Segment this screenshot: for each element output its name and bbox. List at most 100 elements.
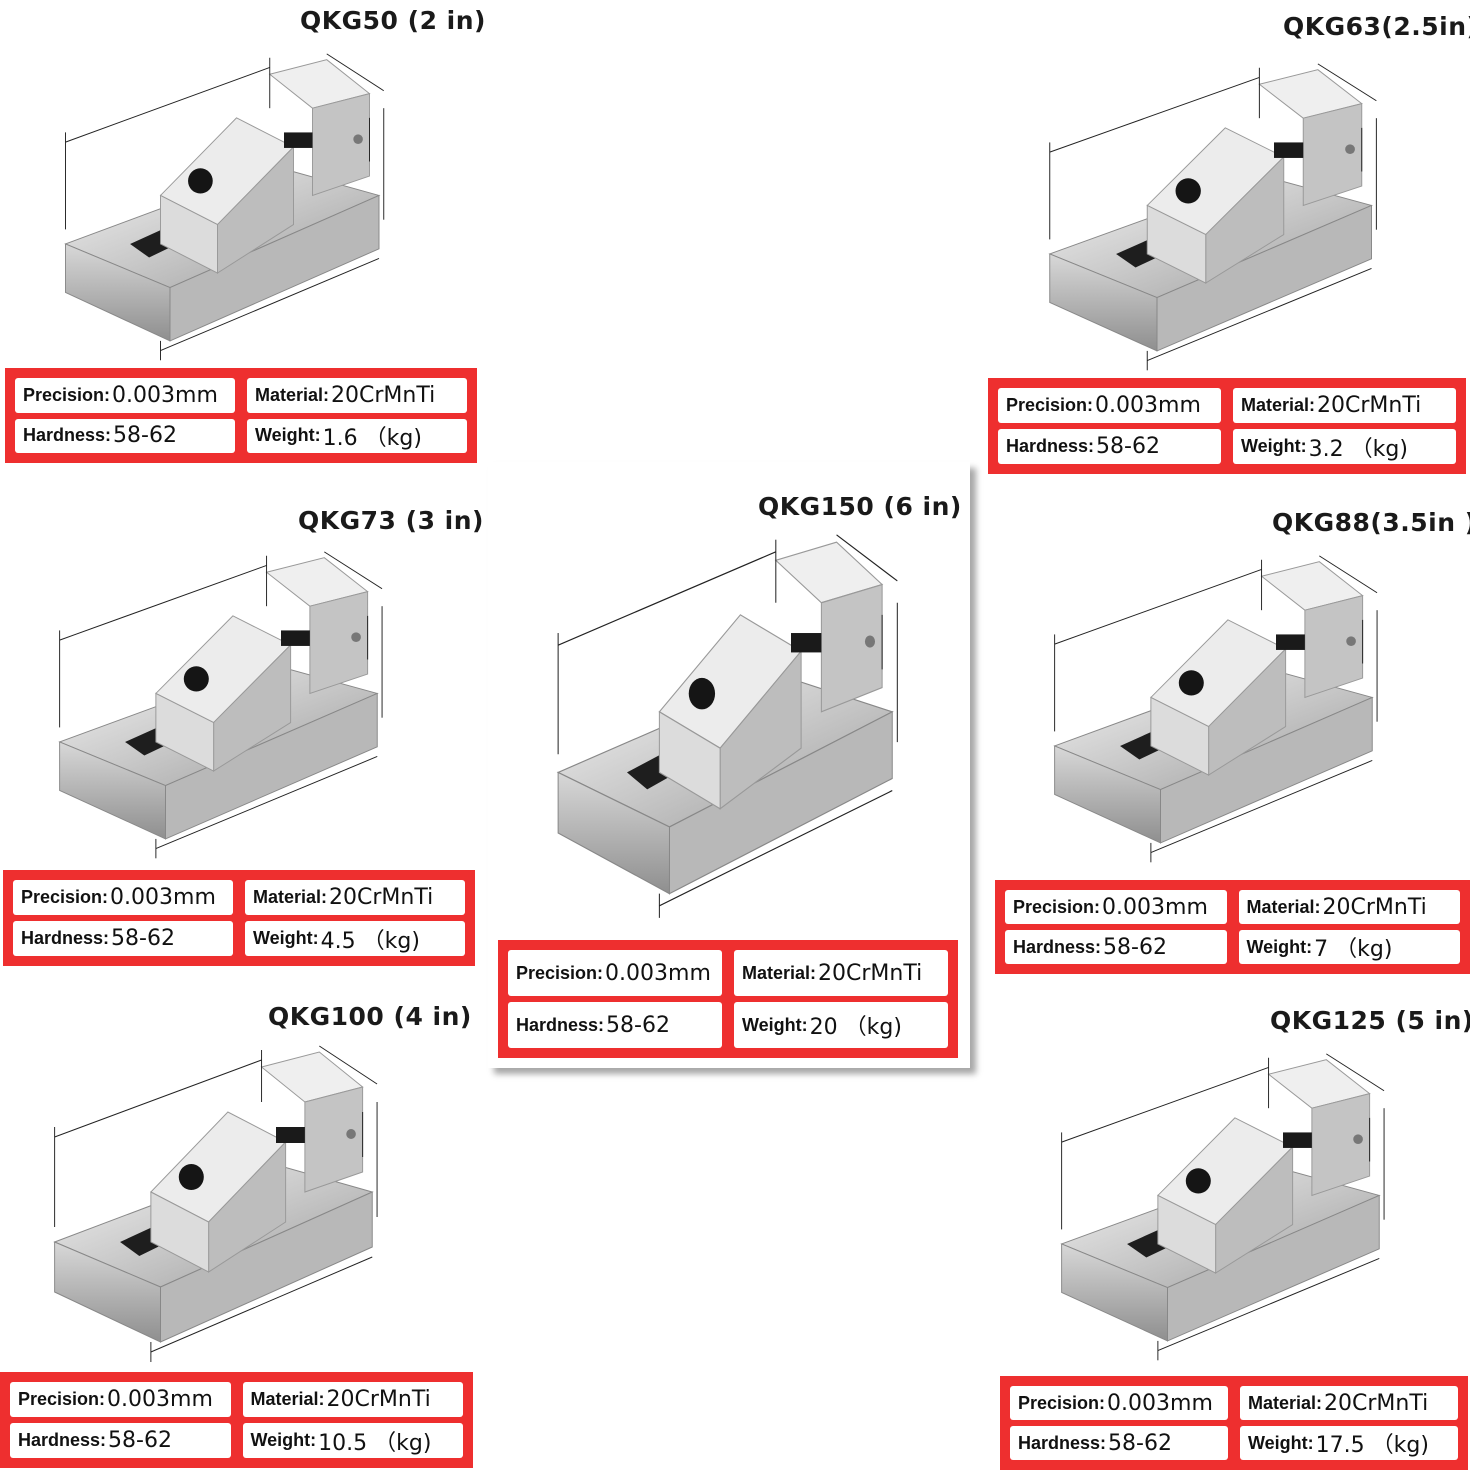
spec-hardness-value: 58-62 xyxy=(1108,1430,1172,1456)
spec-weight-value: 20 （kg) xyxy=(809,1015,902,1040)
spec-hardness: Hardness:58-62 xyxy=(10,1423,231,1458)
spec-hardness-label: Hardness: xyxy=(1006,436,1095,456)
spec-weight-label: Weight: xyxy=(742,1014,808,1035)
spec-material-label: Material: xyxy=(255,384,330,405)
spec-precision-value: 0.003mm xyxy=(110,885,216,910)
vise-illustration xyxy=(58,551,383,859)
vise-image xyxy=(1045,552,1430,872)
spec-material: Material:20CrMnTi xyxy=(242,1382,463,1417)
spec-material-label: Material: xyxy=(1248,1392,1323,1413)
spec-weight-label: Weight: xyxy=(255,425,321,446)
vise-illustration xyxy=(556,534,898,918)
spec-weight-label: Weight: xyxy=(250,1430,317,1450)
spec-hardness: Hardness:58-62 xyxy=(13,921,233,956)
spec-material: Material:20CrMnTi xyxy=(245,880,465,915)
vise-image xyxy=(56,50,436,370)
spec-precision: Precision:0.003mm xyxy=(13,880,233,915)
product-title: QKG50 (2 in) xyxy=(300,6,486,35)
vise-illustration xyxy=(1048,63,1377,371)
spec-material-value: 20CrMnTi xyxy=(329,885,434,910)
spec-weight-label: Weight: xyxy=(1246,936,1313,957)
spec-material: Material:20CrMnTi xyxy=(1238,890,1460,924)
spec-material: Material:20CrMnTi xyxy=(734,950,948,996)
spec-material-value: 20CrMnTi xyxy=(1324,1390,1429,1416)
product-title: QKG63(2.5in) xyxy=(1283,12,1470,41)
spec-hardness-value: 58-62 xyxy=(108,1428,172,1453)
vise-illustration xyxy=(1053,555,1378,863)
spec-precision: Precision:0.003mm xyxy=(10,1382,231,1417)
spec-precision: Precision:0.003mm xyxy=(15,378,235,413)
spec-hardness: Hardness:58-62 xyxy=(1005,930,1227,964)
spec-material-value: 20CrMnTi xyxy=(331,382,436,408)
spec-material-label: Material: xyxy=(742,962,817,983)
spec-hardness-label: Hardness: xyxy=(1018,1432,1107,1453)
spec-precision-label: Precision: xyxy=(516,962,604,983)
spec-precision: Precision:0.003mm xyxy=(508,950,722,996)
spec-precision-label: Precision: xyxy=(1018,1392,1106,1413)
spec-material-label: Material: xyxy=(250,1389,325,1409)
spec-precision: Precision:0.003mm xyxy=(1010,1386,1228,1420)
spec-hardness-label: Hardness: xyxy=(23,425,112,446)
product-title: QKG150 (6 in) xyxy=(758,492,962,521)
spec-material-label: Material: xyxy=(1241,395,1316,415)
spec-material-value: 20CrMnTi xyxy=(1317,393,1422,418)
vise-illustration xyxy=(1060,1053,1385,1361)
spec-precision-label: Precision: xyxy=(21,887,109,907)
spec-precision-label: Precision: xyxy=(1006,395,1094,415)
spec-material: Material:20CrMnTi xyxy=(1233,388,1456,423)
spec-weight-value: 1.6 （kg) xyxy=(322,425,422,451)
spec-material-label: Material: xyxy=(1246,896,1321,917)
spec-hardness: Hardness:58-62 xyxy=(15,418,235,453)
spec-weight: Weight: 3.2 （kg) xyxy=(1233,429,1456,464)
spec-material-value: 20CrMnTi xyxy=(1322,894,1427,920)
spec-weight-label: Weight: xyxy=(253,928,319,948)
product-title: QKG73 (3 in) xyxy=(298,506,484,535)
spec-precision-value: 0.003mm xyxy=(107,1387,213,1412)
spec-weight-value: 17.5 （kg) xyxy=(1315,1433,1429,1458)
vise-image xyxy=(548,530,953,930)
spec-material: Material:20CrMnTi xyxy=(247,378,467,413)
spec-precision-value: 0.003mm xyxy=(112,382,218,408)
vise-illustration xyxy=(53,1045,378,1362)
spec-hardness-value: 58-62 xyxy=(1096,434,1160,459)
spec-material-label: Material: xyxy=(253,887,328,907)
spec-precision: Precision:0.003mm xyxy=(998,388,1221,423)
spec-hardness: Hardness:58-62 xyxy=(508,1002,722,1048)
spec-hardness-label: Hardness: xyxy=(21,928,110,948)
spec-hardness: Hardness:58-62 xyxy=(1010,1426,1228,1460)
spec-material-value: 20CrMnTi xyxy=(818,960,923,986)
spec-weight-label: Weight: xyxy=(1241,436,1307,456)
spec-precision-value: 0.003mm xyxy=(605,960,711,986)
spec-hardness-value: 58-62 xyxy=(111,926,175,951)
spec-weight: Weight:17.5 （kg) xyxy=(1240,1426,1458,1460)
spec-precision-value: 0.003mm xyxy=(1102,894,1208,920)
spec-precision: Precision:0.003mm xyxy=(1005,890,1227,924)
spec-weight: Weight:20 （kg) xyxy=(734,1002,948,1048)
spec-weight-value: 7 （kg) xyxy=(1314,937,1393,962)
spec-precision-label: Precision: xyxy=(18,1389,106,1409)
spec-precision-label: Precision: xyxy=(23,384,111,405)
vise-image xyxy=(45,1042,430,1372)
spec-hardness-label: Hardness: xyxy=(1013,936,1102,957)
product-title: QKG100 (4 in) xyxy=(268,1002,472,1031)
spec-hardness-label: Hardness: xyxy=(18,1430,107,1450)
vise-image xyxy=(1052,1050,1437,1370)
spec-precision-label: Precision: xyxy=(1013,896,1101,917)
spec-material: Material:20CrMnTi xyxy=(1240,1386,1458,1420)
spec-precision-value: 0.003mm xyxy=(1095,393,1201,418)
spec-hardness-value: 58-62 xyxy=(1103,934,1167,960)
spec-weight: Weight:1.6 （kg) xyxy=(247,418,467,453)
spec-weight: Weight:7 （kg) xyxy=(1238,930,1460,964)
spec-hardness-label: Hardness: xyxy=(516,1014,605,1035)
spec-weight: Weight:10.5 （kg) xyxy=(242,1423,463,1458)
spec-hardness-value: 58-62 xyxy=(606,1012,670,1038)
spec-precision-value: 0.003mm xyxy=(1107,1390,1213,1416)
spec-hardness: Hardness:58-62 xyxy=(998,429,1221,464)
